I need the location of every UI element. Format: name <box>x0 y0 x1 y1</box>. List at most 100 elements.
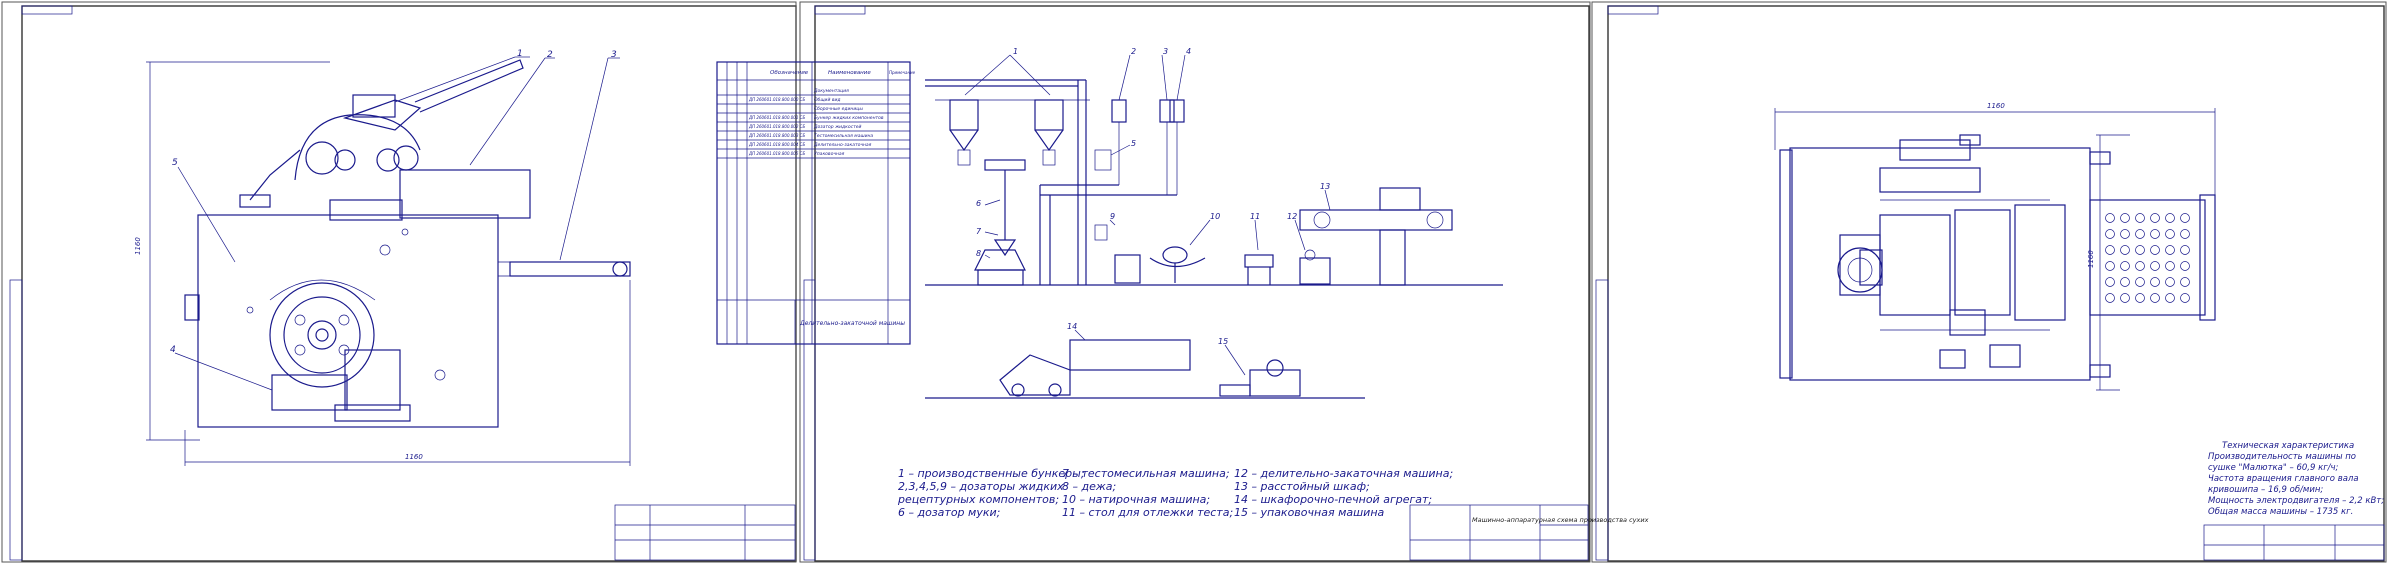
callout-12: 12 <box>1287 212 1297 221</box>
bun-dot <box>2135 261 2145 271</box>
legend-line-5: 7 – тестомесильная машина; <box>1062 467 1230 480</box>
callout-6: 6 <box>976 199 981 208</box>
spec-row-name: Сборочные единицы <box>814 106 863 112</box>
tech-title: Техническая характеристика <box>2222 441 2354 451</box>
bun-dot <box>2180 213 2190 223</box>
bun-dot <box>2120 261 2130 271</box>
bun-dot <box>2180 229 2190 239</box>
sheet2-process-diagram <box>925 54 1503 399</box>
spec-row-designation: ДП 260601.018.800.002 СБ <box>748 124 805 129</box>
spec-row-name: Тестомесильная машина <box>814 133 873 139</box>
bun-dot <box>2105 293 2115 303</box>
bun-dot <box>2135 277 2145 287</box>
bun-dot <box>2135 229 2145 239</box>
tech-characteristics: Техническая характеристика Производитель… <box>2208 441 2384 517</box>
legend-line-12: 15 – упаковочная машина <box>1234 506 1385 519</box>
bun-dot <box>2180 293 2190 303</box>
callout-13: 13 <box>1320 182 1330 191</box>
bun-dot <box>2150 261 2160 271</box>
spec-row-name: Делительно-закаточная <box>813 142 872 148</box>
legend-line-3: рецептурных компонентов; <box>897 493 1059 506</box>
bun-dot <box>2105 245 2115 255</box>
bun-dot <box>2150 213 2160 223</box>
tech-line-3: Частота вращения главного вала <box>2208 474 2359 484</box>
legend-line-8: 11 – стол для отлежки теста; <box>1062 506 1233 519</box>
callout-14: 14 <box>1067 322 1077 331</box>
sheet3-dim-height: 1160 <box>2087 250 2095 268</box>
bun-dot <box>2165 261 2175 271</box>
sheet2-title-block: Машинно-аппаратурная схема производства … <box>1409 504 1649 561</box>
bun-dot <box>2105 261 2115 271</box>
callout-4: 4 <box>1186 47 1191 56</box>
callout-3: 3 <box>1163 47 1168 56</box>
process-callouts: 1 2 3 4 5 6 7 8 9 10 11 12 13 14 15 <box>976 47 1330 346</box>
callout-11: 11 <box>1250 212 1260 221</box>
sheet1-leader-2: 2 <box>547 50 553 60</box>
spec-header-note: Примечание <box>889 70 916 75</box>
bun-dot <box>2135 293 2145 303</box>
legend-line-7: 10 – натирочная машина; <box>1062 493 1210 506</box>
spec-row-name: Бункер жидких компонентов <box>814 115 884 121</box>
spec-row-name: Общий вид <box>814 97 841 103</box>
bun-dot <box>2165 229 2175 239</box>
legend-line-10: 13 – расстойный шкаф; <box>1234 480 1370 493</box>
legend-line-4: 6 – дозатор муки; <box>898 506 1000 519</box>
sheet1-dim-height: 1160 <box>134 237 142 255</box>
legend-line-6: 8 – дежа; <box>1062 480 1116 493</box>
sheet1-leader-5: 5 <box>172 158 178 168</box>
bun-dot <box>2150 229 2160 239</box>
spec-row-name: Упаковочная <box>814 151 845 157</box>
process-legend: 1 – производственные бункеры; 2,3,4,5,9 … <box>897 467 1453 519</box>
bun-dot <box>2180 277 2190 287</box>
sheet1-leader-1: 1 <box>517 49 523 59</box>
bun-dot <box>2105 213 2115 223</box>
spec-header-designation: Обозначение <box>770 70 809 76</box>
bun-grid <box>2105 213 2190 303</box>
tech-line-4: кривошипа – 16,9 об/мин; <box>2208 485 2323 495</box>
spec-rows: Документация ДП 260601.018.800.000 СБ Общи… <box>717 88 910 159</box>
spec-title: Делительно-закаточной машины <box>799 320 905 327</box>
callout-15: 15 <box>1218 337 1228 346</box>
callout-8: 8 <box>976 249 981 258</box>
spec-row-designation: ДП 260601.018.800.001 СБ <box>748 115 805 120</box>
spec-row-designation: ДП 260601.018.800.004 СБ <box>748 142 805 147</box>
callout-7: 7 <box>976 227 982 236</box>
sheet1-leader-4: 4 <box>170 345 176 355</box>
legend-line-11: 14 – шкафорочно-печной агрегат; <box>1234 493 1432 506</box>
tech-line-5: Мощность электродвигателя – 2,2 кВт; <box>2208 496 2384 506</box>
bun-dot <box>2120 277 2130 287</box>
spec-row-name: Документация <box>813 88 849 94</box>
callout-2: 2 <box>1131 47 1136 56</box>
sheet1-leader-3: 3 <box>611 50 617 60</box>
bun-dot <box>2165 293 2175 303</box>
legend-line-1: 1 – производственные бункеры; <box>898 467 1085 480</box>
sheet3-title-block <box>2203 524 2385 561</box>
bun-dot <box>2150 293 2160 303</box>
bun-dot <box>2120 293 2130 303</box>
callout-1: 1 <box>1013 47 1018 56</box>
spec-row-designation: ДП 260601.018.800.000 СБ <box>748 97 805 102</box>
bun-dot <box>2150 245 2160 255</box>
bun-dot <box>2150 277 2160 287</box>
bun-dot <box>2165 277 2175 287</box>
callout-9: 9 <box>1110 212 1115 221</box>
spec-row-designation: ДП 260601.018.800.005 СБ <box>748 151 805 156</box>
sheet3-dim-width: 1160 <box>1987 102 2005 110</box>
legend-line-2: 2,3,4,5,9 – дозаторы жидких <box>898 480 1064 493</box>
bun-dot <box>2135 213 2145 223</box>
spec-row-name: Дозатор жидкостей <box>813 124 862 130</box>
bun-dot <box>2120 245 2130 255</box>
spec-row-designation: ДП 260601.018.800.003 СБ <box>748 133 805 138</box>
bun-dot <box>2120 229 2130 239</box>
sheet2-spec-table: Обозначение Наименование Примечание Дели… <box>716 61 916 345</box>
bun-dot <box>2105 229 2115 239</box>
bun-dot <box>2135 245 2145 255</box>
bun-dot <box>2120 213 2130 223</box>
stamp-title: Машинно-аппаратурная схема производства … <box>1472 516 1649 524</box>
callout-5: 5 <box>1131 139 1136 148</box>
sheet1-machine-view: 1160 1160 1 2 3 5 4 <box>134 49 796 561</box>
bun-dot <box>2165 245 2175 255</box>
tech-line-6: Общая масса машины – 1735 кг. <box>2208 507 2353 517</box>
